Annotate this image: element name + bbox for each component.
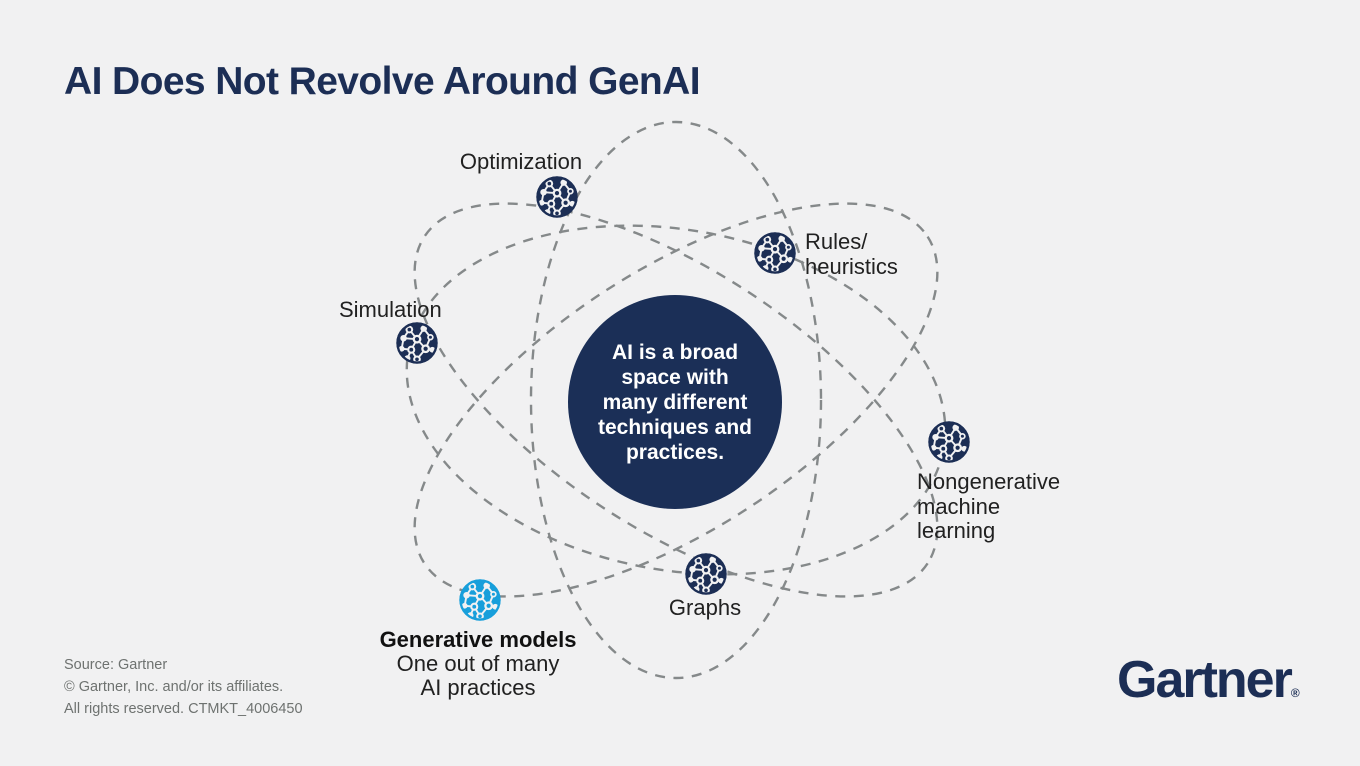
source-line: Source: Gartner bbox=[64, 657, 168, 673]
gartner-logo: Gartner® bbox=[1117, 650, 1300, 710]
rules-heuristics-node-icon bbox=[752, 230, 798, 276]
rules-heuristics-label: Rules/ heuristics bbox=[805, 229, 898, 279]
central-statement-text: AI is a broad space with many different … bbox=[597, 340, 753, 464]
generative-models-node-icon bbox=[457, 577, 503, 623]
rights-line: All rights reserved. CTMKT_4006450 bbox=[64, 701, 303, 717]
orbit-ellipse-tilt-left bbox=[413, 202, 939, 598]
nongenerative-ml-node-icon bbox=[926, 419, 972, 465]
page-title: AI Does Not Revolve Around GenAI bbox=[64, 60, 701, 103]
copyright-line: © Gartner, Inc. and/or its affiliates. bbox=[64, 679, 284, 695]
orbit-ellipse-vertical bbox=[529, 120, 823, 680]
optimization-node-icon bbox=[534, 174, 580, 220]
simulation-node-icon bbox=[394, 320, 440, 366]
nongenerative-ml-label: Nongenerative machine learning bbox=[917, 469, 1061, 543]
optimization-label: Optimization bbox=[459, 149, 583, 174]
generative-models-sublabel: One out of many AI practices bbox=[396, 651, 560, 700]
registered-trademark-icon: ® bbox=[1290, 686, 1300, 700]
graphs-label: Graphs bbox=[668, 595, 742, 620]
source-attribution: Source: Gartner © Gartner, Inc. and/or i… bbox=[64, 654, 303, 720]
gartner-logo-text: Gartner bbox=[1117, 651, 1293, 709]
orbit-ellipse-tilt-right bbox=[413, 202, 939, 598]
graphs-node-icon bbox=[683, 551, 729, 597]
generative-models-label: Generative models bbox=[379, 627, 577, 652]
central-statement-circle: AI is a broad space with many different … bbox=[568, 295, 782, 509]
simulation-label: Simulation bbox=[339, 297, 442, 322]
